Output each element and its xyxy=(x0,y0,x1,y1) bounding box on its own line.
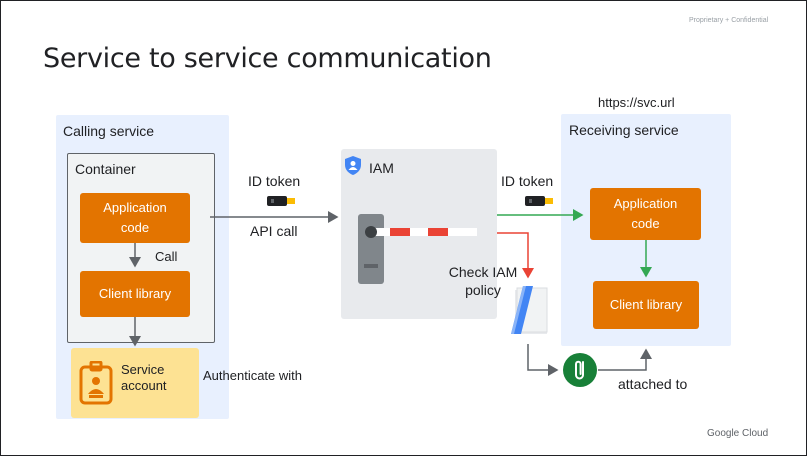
authenticate-with-label: Authenticate with xyxy=(203,368,303,383)
id-token-left-label: ID token xyxy=(248,173,301,189)
google-cloud-logo: Google Cloud xyxy=(707,428,769,439)
paperclip-icon xyxy=(562,352,598,388)
call-label: Call xyxy=(155,249,178,264)
iam-label: IAM xyxy=(369,160,394,176)
usb-key-icon xyxy=(525,194,553,206)
calling-application-code-box: Application code xyxy=(80,193,190,243)
proprietary-label: Proprietary + Confidential xyxy=(689,17,769,24)
shield-icon xyxy=(345,156,361,175)
container-label: Container xyxy=(75,161,136,177)
receiving-application-code-text: Application code xyxy=(613,196,678,231)
attached-to-label: attached to xyxy=(618,376,688,392)
calling-service-label: Calling service xyxy=(63,123,155,139)
policy-document-icon xyxy=(509,286,549,336)
api-call-label: API call xyxy=(250,223,298,239)
policy-attach-arrow xyxy=(527,344,559,376)
service-account-box xyxy=(71,348,199,418)
slide-title: Service to service communication xyxy=(43,43,492,74)
usb-key-icon xyxy=(267,194,295,206)
receiving-application-code-box: Application code xyxy=(590,188,701,240)
service-account-text: Service account xyxy=(121,362,167,393)
check-iam-policy-label: Check IAM policy xyxy=(448,264,518,298)
receiving-service-label: Receiving service xyxy=(569,122,679,138)
barrier-gate-icon xyxy=(356,214,481,284)
calling-client-library-box: Client library xyxy=(80,271,190,317)
attached-to-arrow xyxy=(598,348,652,371)
id-token-right-label: ID token xyxy=(501,173,554,189)
calling-application-code-text: Application code xyxy=(103,200,167,235)
calling-client-library-text: Client library xyxy=(98,286,172,301)
check-policy-arrow xyxy=(497,232,534,279)
receiving-client-library-box: Client library xyxy=(593,281,699,329)
service-url-label: https://svc.url xyxy=(598,95,675,110)
receiving-client-library-text: Client library xyxy=(609,297,683,312)
id-badge-icon xyxy=(78,360,114,405)
